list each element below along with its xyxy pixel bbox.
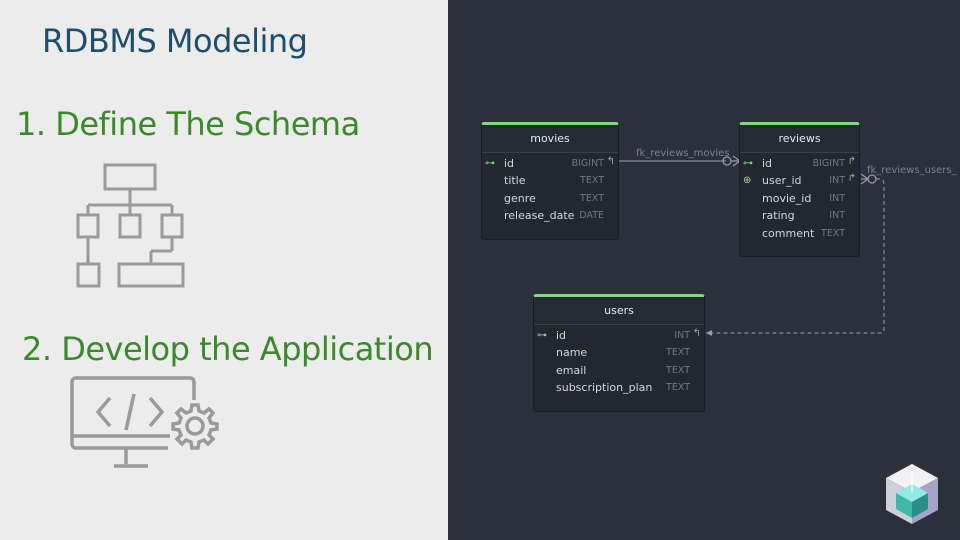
column-type: TEXT [666, 347, 690, 359]
column-type: INT [674, 330, 690, 341]
column-row[interactable]: ⊶ id INT ↰ [534, 327, 704, 344]
column-name: movie_id [762, 191, 812, 205]
column-type: TEXT [821, 227, 845, 239]
column-name: rating [762, 209, 795, 223]
table-reviews[interactable]: reviews ⊶ id BIGINT ↱ ⊕ user_id INT ↱ mo… [739, 122, 860, 257]
slide-panel: RDBMS Modeling 1. Define The Schema 2. D… [0, 0, 448, 540]
table-users[interactable]: users ⊶ id INT ↰ name TEXT email TEXT su… [533, 294, 705, 412]
column-row[interactable]: ⊕ user_id INT ↱ [740, 172, 859, 189]
relation-label-movies: fk_reviews_movies [636, 148, 730, 159]
step-define-schema: 1. Define The Schema [16, 105, 360, 143]
reference-arrow-icon: ↰ [692, 328, 701, 339]
table-movies[interactable]: movies ⊶ id BIGINT ↰ title TEXT genre TE… [481, 122, 619, 240]
column-row[interactable]: subscription_plan TEXT [534, 379, 704, 396]
monitor-code-gear-icon [70, 376, 222, 477]
column-type: INT [829, 210, 845, 222]
table-header: reviews [740, 125, 859, 153]
table-header: movies [482, 125, 618, 153]
step-develop-application: 2. Develop the Application [22, 330, 434, 368]
column-name: id [556, 329, 567, 342]
column-type: BIGINT [812, 158, 845, 169]
flowchart-icon [76, 163, 186, 294]
column-type: BIGINT [571, 158, 604, 169]
column-type: INT [829, 175, 845, 187]
column-row[interactable]: title TEXT [482, 172, 618, 189]
column-type: INT [829, 192, 845, 204]
key-icon: ⊶ [743, 158, 753, 169]
column-name: subscription_plan [556, 381, 653, 395]
column-type: DATE [579, 210, 604, 222]
column-type: TEXT [666, 382, 690, 394]
key-icon: ⊶ [485, 158, 495, 169]
column-name: id [504, 157, 515, 170]
index-icon: ⊕ [743, 175, 752, 187]
column-name: id [762, 157, 773, 170]
table-header: users [534, 297, 704, 325]
column-name: genre [504, 191, 536, 205]
column-row[interactable]: genre TEXT [482, 190, 618, 207]
reference-arrow-icon: ↰ [606, 156, 615, 167]
column-name: release_date [504, 209, 575, 223]
column-type: TEXT [580, 175, 604, 187]
column-name: email [556, 363, 587, 377]
column-row[interactable]: movie_id INT [740, 190, 859, 207]
column-row[interactable]: name TEXT [534, 344, 704, 361]
reference-arrow-icon: ↱ [847, 156, 856, 167]
column-row[interactable]: comment TEXT [740, 225, 859, 242]
column-type: TEXT [580, 192, 604, 204]
relation-label-users: fk_reviews_users_ [867, 165, 957, 176]
column-row[interactable]: release_date DATE [482, 207, 618, 224]
erd-canvas[interactable] [448, 0, 960, 540]
column-row[interactable]: ⊶ id BIGINT ↰ [482, 155, 618, 172]
column-row[interactable]: email TEXT [534, 362, 704, 379]
key-icon: ⊶ [537, 330, 547, 341]
column-type: TEXT [666, 364, 690, 376]
column-row[interactable]: ⊶ id BIGINT ↱ [740, 155, 859, 172]
column-row[interactable]: rating INT [740, 207, 859, 224]
cube-logo-icon [882, 462, 942, 531]
column-name: comment [762, 226, 815, 240]
column-name: user_id [762, 174, 802, 188]
column-name: name [556, 346, 588, 360]
column-name: title [504, 174, 526, 188]
reference-arrow-icon: ↱ [847, 173, 856, 185]
slide-title: RDBMS Modeling [42, 22, 308, 60]
